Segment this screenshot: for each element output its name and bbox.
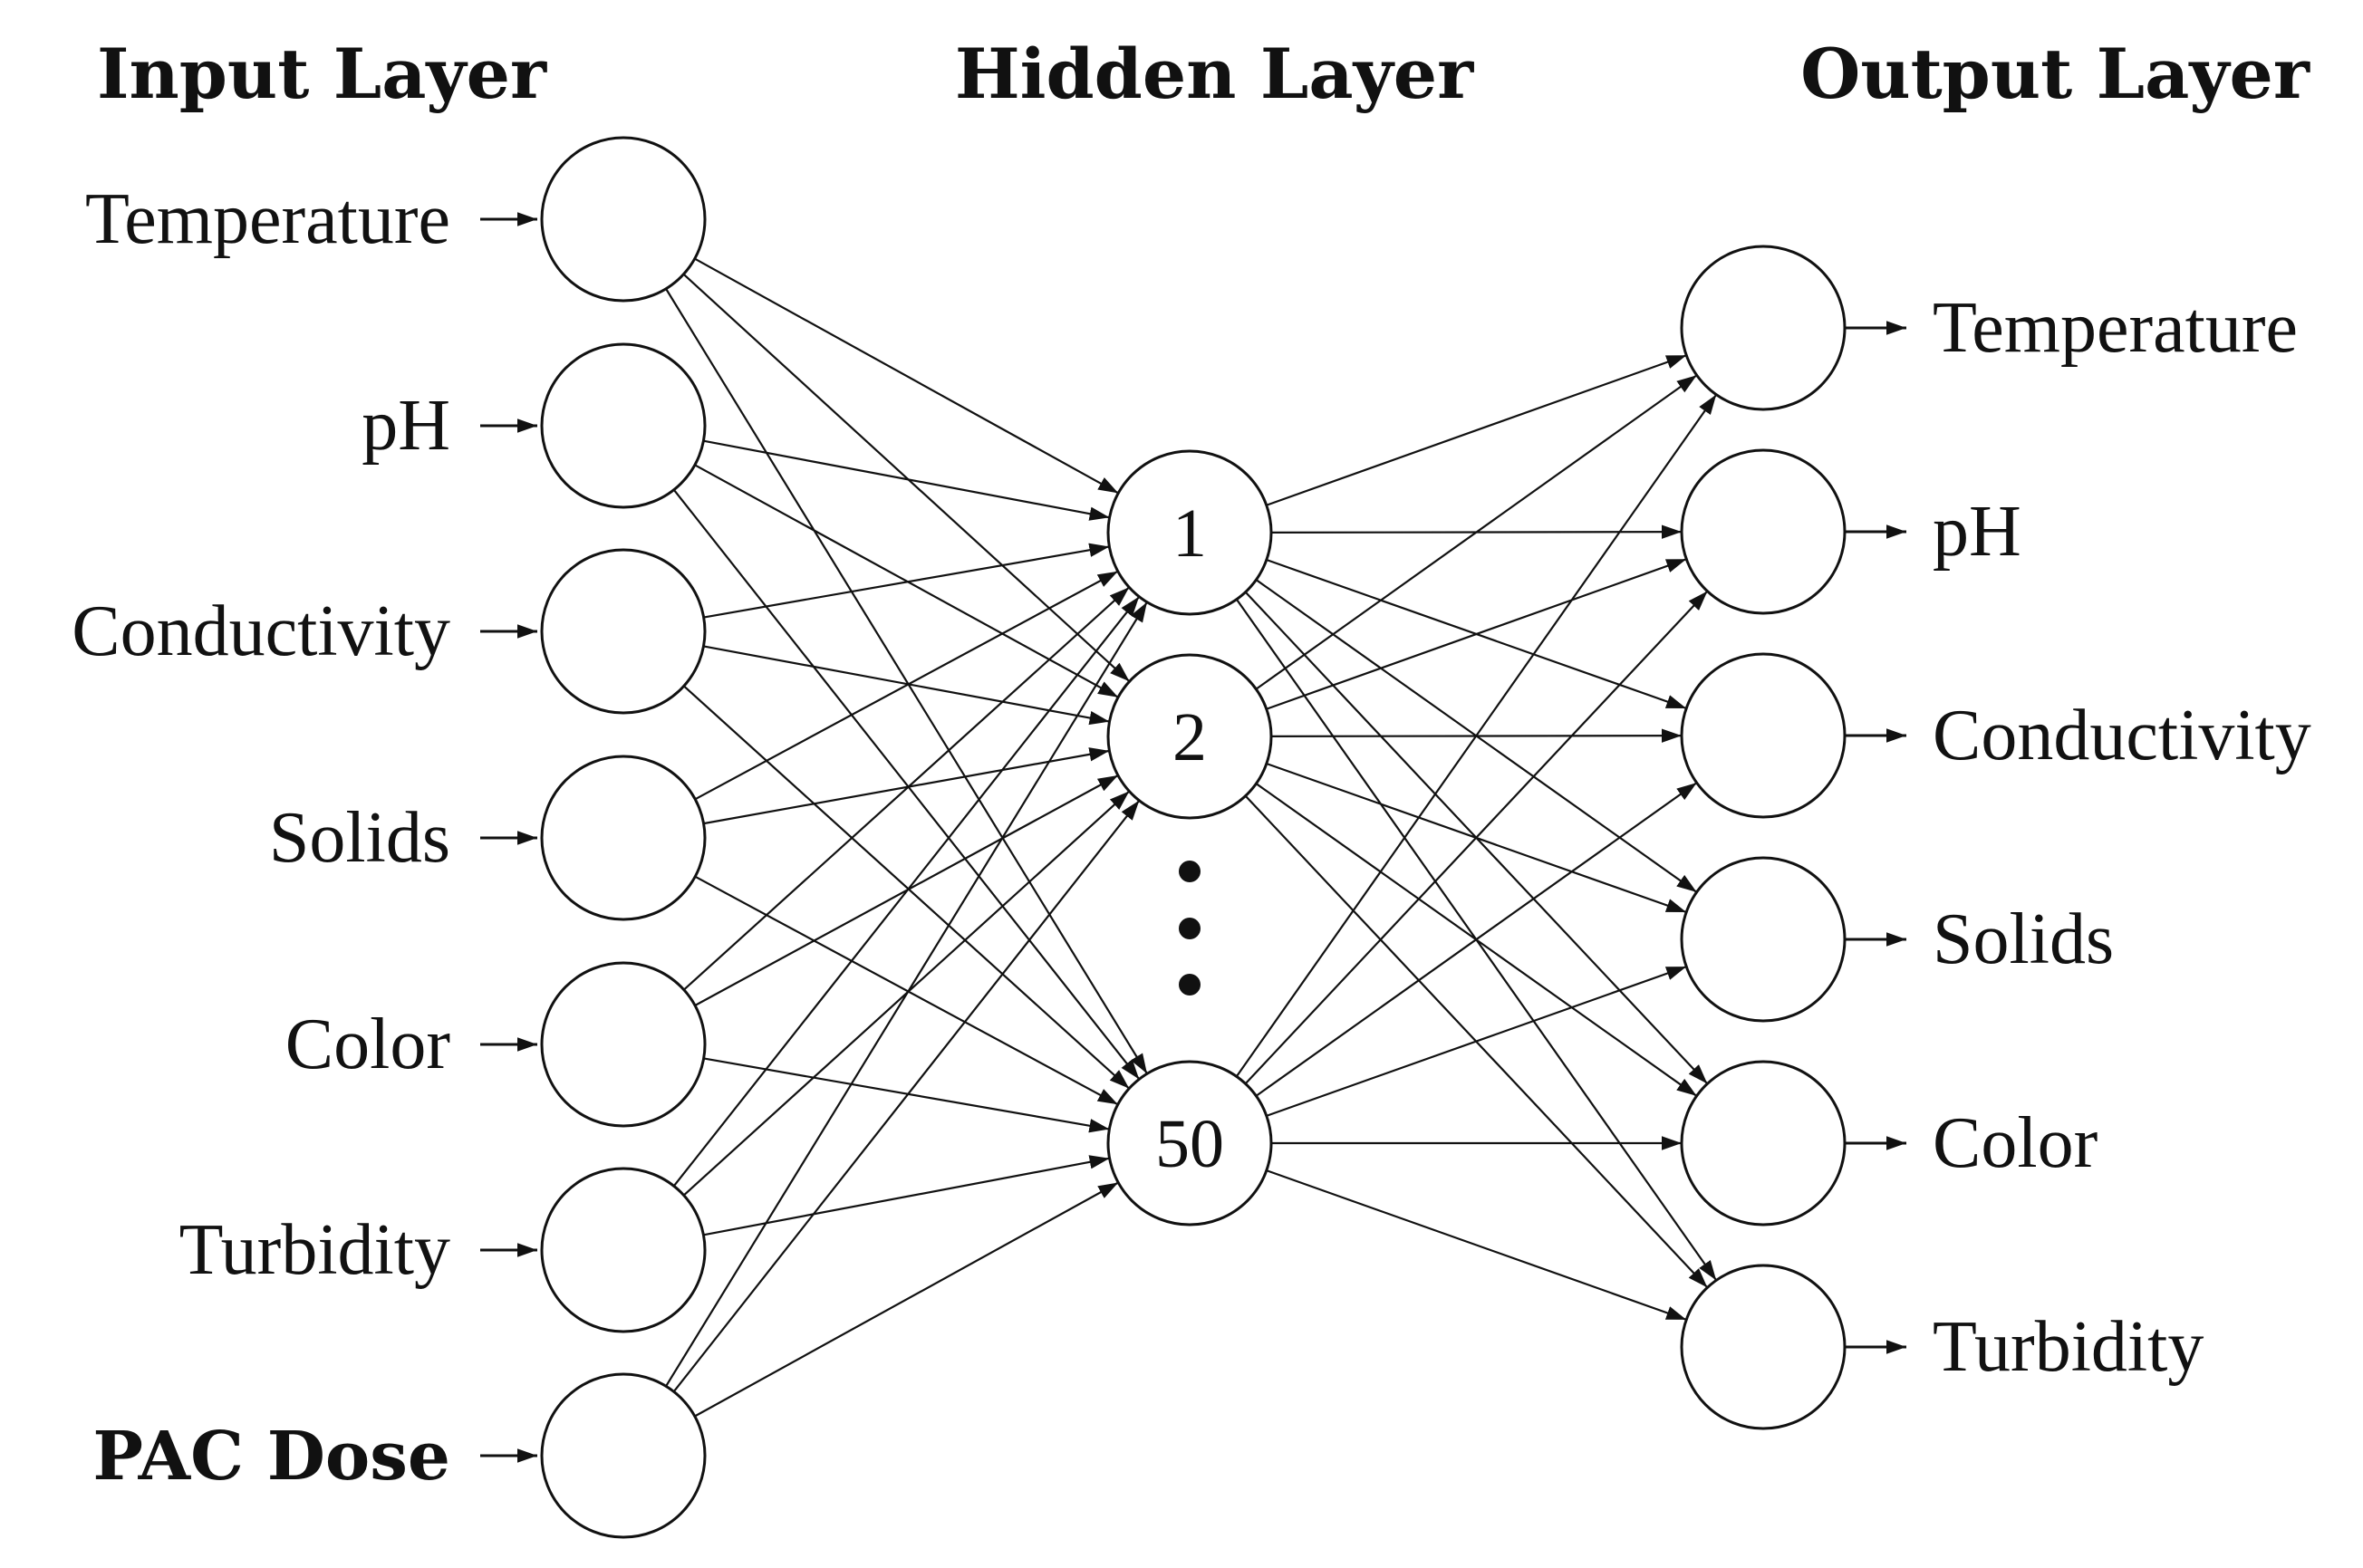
output-node bbox=[1680, 1264, 1847, 1430]
input-node-label: PAC Dose bbox=[92, 1418, 450, 1496]
connection-edge bbox=[1235, 393, 1718, 1078]
input-node bbox=[540, 1372, 707, 1539]
input-node-label: pH bbox=[362, 386, 450, 466]
output-node-label: Temperature bbox=[1933, 288, 2298, 368]
connection-edge bbox=[665, 601, 1148, 1387]
connection-edge bbox=[683, 685, 1130, 1090]
hidden-node-label: 1 bbox=[1172, 495, 1207, 572]
connection-edge bbox=[694, 570, 1119, 801]
output-node bbox=[1680, 448, 1847, 615]
input-node-label: Temperature bbox=[85, 179, 450, 259]
connection-edge bbox=[1244, 590, 1709, 1085]
connection-edges bbox=[665, 257, 1718, 1418]
input-node bbox=[540, 548, 707, 715]
input-layer-title: Input Layer bbox=[97, 34, 547, 114]
output-node-label: Turbidity bbox=[1933, 1307, 2204, 1387]
hidden-node-label: 2 bbox=[1172, 699, 1207, 775]
hidden-layer-title: Hidden Layer bbox=[955, 34, 1474, 114]
hidden-node bbox=[1106, 449, 1273, 616]
connection-edge bbox=[694, 257, 1119, 495]
connection-edge bbox=[665, 288, 1148, 1074]
output-node bbox=[1680, 1060, 1847, 1227]
connection-edge bbox=[694, 875, 1119, 1106]
connection-edge bbox=[1255, 374, 1698, 690]
connection-edge bbox=[703, 747, 1110, 825]
connection-edge bbox=[703, 543, 1110, 619]
input-node bbox=[540, 755, 707, 921]
output-layer: Temperature pH ConductivitySolidsColorTurb… bbox=[1680, 245, 2311, 1430]
ellipsis-dot bbox=[1179, 918, 1201, 939]
output-node bbox=[1680, 652, 1847, 819]
connection-edge bbox=[1266, 966, 1687, 1117]
connection-edge bbox=[694, 1181, 1119, 1418]
input-node bbox=[540, 136, 707, 303]
output-node bbox=[1680, 856, 1847, 1023]
input-node-label: Color bbox=[285, 1005, 450, 1084]
ellipsis-dot bbox=[1179, 974, 1201, 996]
input-node-label: Turbidity bbox=[179, 1210, 450, 1290]
connection-edge bbox=[682, 273, 1131, 683]
connection-edge bbox=[672, 595, 1141, 1188]
connection-edge bbox=[1255, 782, 1698, 1097]
output-node-label: Conductivity bbox=[1933, 696, 2311, 775]
input-node bbox=[540, 961, 707, 1128]
output-node bbox=[1680, 245, 1847, 411]
input-node bbox=[540, 342, 707, 509]
connection-edge bbox=[672, 800, 1141, 1392]
io-arrows bbox=[480, 212, 1906, 1463]
input-node-label: Conductivity bbox=[72, 592, 450, 671]
input-node-label: Solids bbox=[269, 798, 450, 878]
input-node bbox=[540, 1167, 707, 1333]
connection-edge bbox=[683, 586, 1130, 991]
hidden-layer: 1 2 50 bbox=[1106, 449, 1273, 1227]
input-layer: Temperature pH ConductivitySolidsColorTurb… bbox=[72, 136, 707, 1539]
hidden-node-label: 50 bbox=[1155, 1106, 1224, 1182]
connection-edge bbox=[703, 1057, 1110, 1133]
output-node-label: pH bbox=[1933, 492, 2021, 572]
connection-edge bbox=[1266, 1169, 1687, 1321]
connection-edge bbox=[703, 1155, 1110, 1236]
output-layer-title: Output Layer bbox=[1800, 34, 2310, 114]
output-node-label: Solids bbox=[1933, 899, 2114, 979]
connection-edge bbox=[672, 488, 1141, 1081]
hidden-node bbox=[1106, 653, 1273, 820]
ellipsis-dot bbox=[1179, 861, 1201, 882]
connection-edge bbox=[1266, 558, 1687, 710]
connection-edge bbox=[703, 645, 1110, 726]
hidden-node bbox=[1106, 1060, 1273, 1227]
connection-edge bbox=[1266, 354, 1687, 506]
connection-edge bbox=[703, 439, 1110, 521]
output-node-label: Color bbox=[1933, 1103, 2098, 1183]
hidden-ellipsis bbox=[1179, 861, 1201, 996]
